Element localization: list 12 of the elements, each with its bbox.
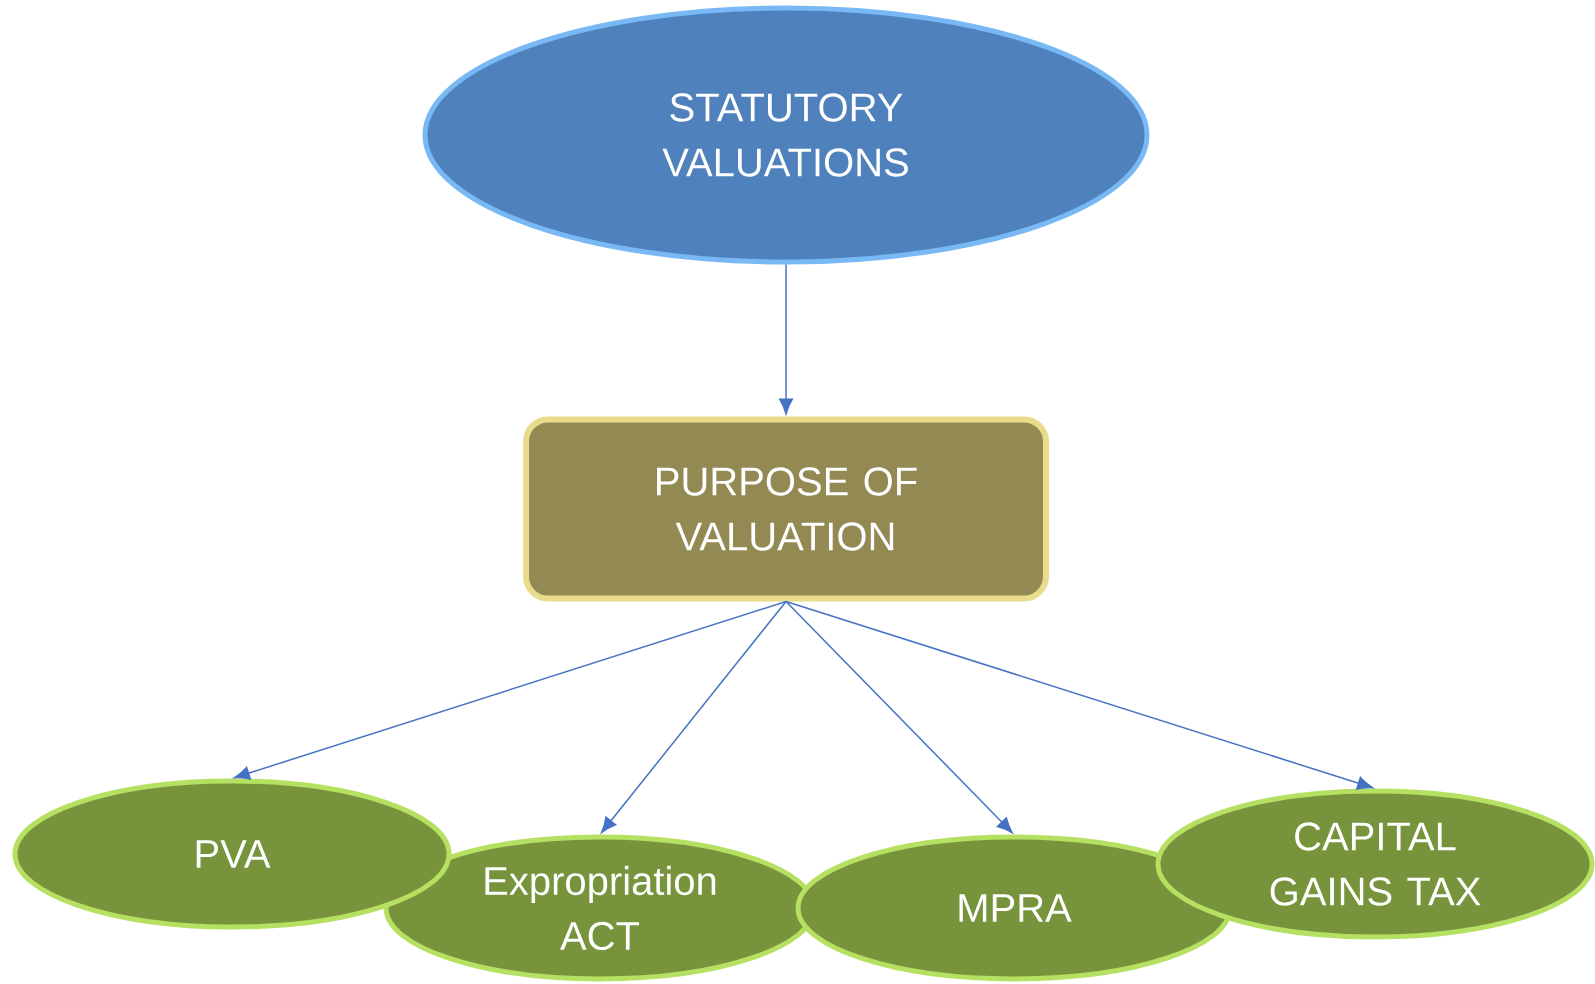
- node-label: MPRA: [959, 894, 1072, 922]
- arrow: [785, 600, 1013, 834]
- oval: Expropriation ACT: [383, 834, 817, 982]
- oval: MPRA: [795, 834, 1233, 982]
- rounded-box: PURPOSE OF VALUATION: [523, 416, 1049, 602]
- oval: PVA: [12, 778, 452, 930]
- arrow: [785, 600, 1374, 790]
- arrow: [233, 600, 787, 780]
- arrow: [779, 263, 793, 415]
- arrow: [601, 600, 787, 834]
- oval: STATUTORY VALUATIONS: [422, 5, 1150, 265]
- oval: CAPITAL GAINS TAX: [1155, 788, 1595, 940]
